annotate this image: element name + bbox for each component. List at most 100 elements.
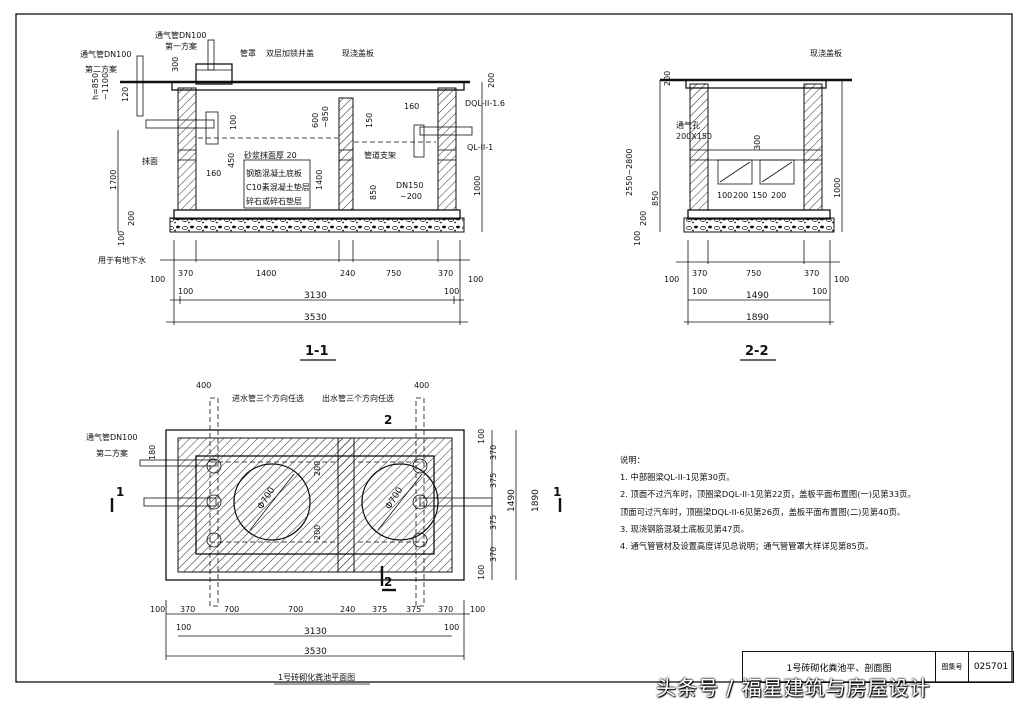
label-vent-hole: 通气孔: [676, 120, 700, 130]
section-2-2-title: 2-2: [745, 344, 769, 359]
dim-plan-b370b: 370: [438, 605, 453, 614]
dim-plan-r375a: 375: [489, 473, 498, 488]
dim-plan-b375b: 375: [406, 605, 421, 614]
title-block: 1号砖砌化粪池平、剖面图 图集号 02S701: [742, 651, 1014, 683]
right-wall: [437, 87, 457, 211]
dim-850a: ~850: [321, 106, 330, 128]
dim-b100r: 100: [468, 275, 483, 284]
dim-plan-r1490: 1490: [507, 489, 517, 512]
dim-plan-b3530: 3530: [304, 647, 327, 657]
dim-160a: 160: [206, 169, 221, 178]
manhole-a: [233, 463, 311, 541]
dim-600: 600: [311, 113, 320, 128]
label-dql: DQL-II-1.6: [465, 99, 505, 108]
note-item-2b: 顶面可过汽车时，顶圈梁DQL-II-6见第26页，盖板平面布置图(二)见第40页…: [620, 506, 906, 517]
dim-plan-b100r: 100: [470, 605, 485, 614]
label-cast-slab: 现浇盖板: [342, 48, 374, 58]
dim-b100r2: 100: [444, 287, 459, 296]
label-dn150: DN150: [396, 181, 423, 190]
label-vent-size: 200X150: [676, 132, 712, 141]
label-mortar: 砂浆抹面厚 20: [244, 150, 297, 160]
note-item-4: 4. 通气管管材及设置高度详见总说明；通气管管罩大样详见第85页。: [620, 541, 874, 552]
dim-plan-r100b: 100: [477, 565, 486, 580]
inlet-pipe: [145, 119, 215, 129]
dim2-1000: 1000: [833, 178, 842, 198]
dim-1400v: 1400: [315, 170, 324, 190]
dim-plan-b3130: 3130: [304, 627, 327, 637]
ring-beam-left: [177, 149, 197, 161]
dim-1700: 1700: [109, 170, 118, 190]
dim-plan-r375b: 375: [489, 515, 498, 530]
dim2-100: 100: [633, 231, 642, 246]
dim-plan-400a: 400: [196, 381, 211, 390]
label-vent-a: 通气管DN100: [155, 30, 206, 40]
note-item-2: 2. 顶面不过汽车时，顶圈梁DQL-II-1见第22页，盖板平面布置图(一)见第…: [620, 489, 916, 500]
note-item-3: 3. 现浇钢筋混凝土底板见第47页。: [620, 523, 749, 534]
label-vent-b: 通气管DN100: [80, 49, 131, 59]
dim2-200d: 200: [771, 191, 786, 200]
dim-plan-r1890: 1890: [531, 489, 541, 512]
dim-b100l: 100: [150, 275, 165, 284]
dim-450: 450: [227, 153, 236, 168]
inlet-tee: [205, 111, 219, 145]
outlet-tee: [413, 124, 425, 158]
dim-plan-400b: 400: [414, 381, 429, 390]
dim2-b1490: 1490: [746, 291, 769, 301]
cut-2-bottom: 2: [384, 575, 392, 589]
cut-2-top: 2: [384, 413, 392, 427]
dim-b240: 240: [340, 269, 355, 278]
dim-850: 850: [369, 185, 378, 200]
label-scheme-2: 第二方案: [85, 64, 117, 74]
plan-outer: [165, 429, 465, 581]
dim-plan-b700b: 700: [288, 605, 303, 614]
left-wall: [177, 87, 197, 211]
dim2-150c: 150: [752, 191, 767, 200]
dim-plan-b100r2: 100: [444, 623, 459, 632]
dim-200b: 200: [127, 211, 136, 226]
vent-hole-b: [759, 159, 795, 185]
dim-plan-r100a: 100: [477, 429, 486, 444]
label-gravel: 碎石或碎石垫层: [246, 196, 302, 206]
inlet-pipe-horizontal: [143, 497, 217, 507]
bottom-slab: [173, 209, 461, 220]
dim2-b370b: 370: [804, 269, 819, 278]
dim-100a: 100: [229, 115, 238, 130]
outlet-pipe: [419, 126, 473, 136]
section-2-2: 现浇盖板 通气孔 200X150 200 2550~2800 850 200 1…: [625, 48, 852, 361]
dim-plan-b370a: 370: [180, 605, 195, 614]
label-outlet: 出水管三个方向任选: [322, 393, 394, 403]
manhole-b: [361, 463, 439, 541]
notes-title: 说明：: [620, 455, 645, 465]
label-inlet: 进水管三个方向任选: [232, 393, 304, 403]
dim-b3130: 3130: [304, 291, 327, 301]
dim-plan-b100l2: 100: [176, 623, 191, 632]
right-wall-2: [803, 83, 823, 211]
section-1-1-title: 1-1: [305, 344, 329, 359]
vent-pipe-scheme-2: [136, 55, 144, 117]
dim2-b1890: 1890: [746, 313, 769, 323]
notes-block: 说明： 1. 中部圈梁QL-II-1见第30页。 2. 顶面不过汽车时，顶圈梁D…: [620, 452, 950, 555]
dim-100b: 100: [117, 231, 126, 246]
label-plaster: 抹面: [142, 156, 158, 166]
dim-120: 120: [121, 87, 130, 102]
plan-walls: [177, 437, 453, 573]
label-groundwater: 用于有地下水: [98, 255, 146, 265]
gravel-base-2: [683, 217, 835, 233]
dim2-b370a: 370: [692, 269, 707, 278]
dim2-200c: 200: [733, 191, 748, 200]
dim2-200b: 200: [639, 211, 648, 226]
title-block-code: 02S701: [973, 662, 1009, 672]
label-dn150-200: ~200: [400, 192, 422, 201]
dim-b1400: 1400: [256, 269, 276, 278]
label-pipe-cover: 管罩: [240, 48, 256, 58]
dim-plan-200a: 200: [313, 461, 322, 476]
label-h: h=850: [91, 73, 100, 100]
dim-plan-b700a: 700: [224, 605, 239, 614]
label-support: 管道支架: [364, 150, 396, 160]
title-block-label: 图集号: [936, 652, 969, 682]
dim-b100l2: 100: [178, 287, 193, 296]
dim-plan-b240: 240: [340, 605, 355, 614]
ring-beam-right: [437, 149, 457, 161]
label-cast-slab-2: 现浇盖板: [810, 48, 842, 58]
